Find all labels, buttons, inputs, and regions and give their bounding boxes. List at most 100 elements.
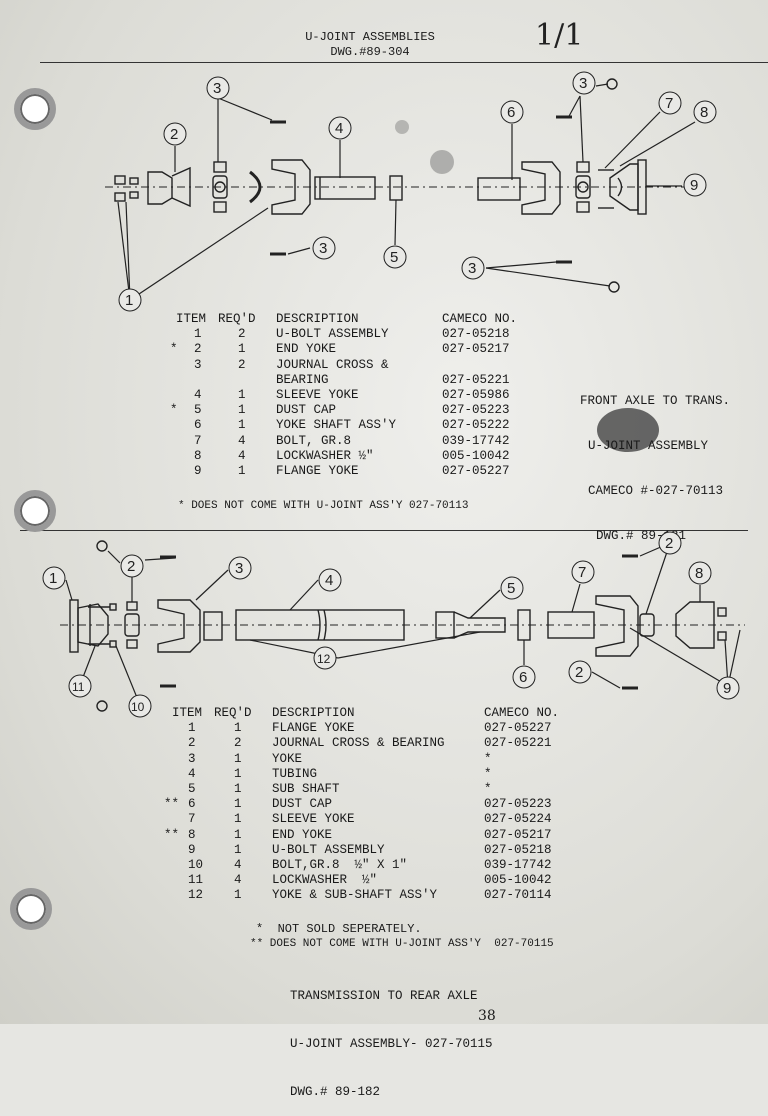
table-header: ITEM REQ'D DESCRIPTION CAMECO NO. <box>172 706 560 720</box>
cell-item: 4 <box>188 766 196 781</box>
cell-item: 2 <box>194 342 202 357</box>
cell-desc: LOCKWASHER ½" <box>272 873 378 888</box>
binder-hole-middle <box>14 490 56 532</box>
cell-desc: END YOKE <box>276 342 337 357</box>
cell-desc: YOKE & SUB-SHAFT ASS'Y <box>272 888 438 903</box>
front-caption-line3: CAMECO #-027-70113 <box>588 484 724 498</box>
rear-caption-line1: TRANSMISSION TO REAR AXLE <box>290 989 478 1003</box>
cell-item: 3 <box>194 357 202 372</box>
cell-cameco: 005-10042 <box>442 448 510 463</box>
cell-item: 8 <box>194 448 202 463</box>
svg-text:3: 3 <box>319 240 327 257</box>
cell-desc: SLEEVE YOKE <box>272 812 355 827</box>
svg-text:9: 9 <box>723 680 731 697</box>
callout-3d: 3 <box>461 256 485 280</box>
cell-desc: END YOKE <box>272 827 333 842</box>
callout-8: 8 <box>693 100 717 124</box>
handwritten-note: 1/1 <box>535 18 584 53</box>
svg-text:2: 2 <box>665 535 673 552</box>
svg-text:2: 2 <box>170 126 178 143</box>
cell-reqd: 1 <box>234 766 242 781</box>
callout-11: 11 <box>68 674 92 698</box>
cell-item: 9 <box>188 842 196 857</box>
cell-reqd: 4 <box>238 448 246 463</box>
cell-item: 5 <box>188 781 196 796</box>
cell-cameco: 039-17742 <box>484 857 552 872</box>
callout-4: 4 <box>318 568 342 592</box>
callout-10: 10 <box>128 694 152 718</box>
cell-cameco: 027-05223 <box>442 403 510 418</box>
front-axle-ujoint-diagram: 1 2 3 3 3 3 4 5 6 7 8 9 <box>105 71 717 312</box>
svg-text:3: 3 <box>468 260 476 277</box>
cell-cameco: 027-70114 <box>484 888 552 903</box>
callout-5: 5 <box>383 245 407 269</box>
cell-item: 5 <box>194 403 202 418</box>
cell-desc: DUST CAP <box>272 797 333 812</box>
callout-3a: 3 <box>206 76 230 100</box>
page-number: 38 <box>478 1008 496 1024</box>
binder-hole-bottom <box>10 888 52 930</box>
cell-reqd: 4 <box>238 433 246 448</box>
binder-hole-top <box>14 88 56 130</box>
cell-reqd: 2 <box>234 736 242 751</box>
cell-mark: * <box>170 403 178 418</box>
cell-mark: ** <box>164 827 180 842</box>
svg-text:12: 12 <box>317 652 331 666</box>
svg-text:1: 1 <box>49 570 57 587</box>
ink-stain <box>597 408 659 452</box>
rear-caption-line4: DWG.# 89-182 <box>290 1085 381 1099</box>
cell-cameco: 027-05223 <box>484 797 552 812</box>
cell-reqd: 1 <box>238 463 246 478</box>
ink-stain-small <box>430 150 454 174</box>
svg-text:2: 2 <box>127 558 135 575</box>
cell-desc: BEARING <box>276 372 329 387</box>
cell-reqd: 1 <box>238 403 246 418</box>
cell-desc: FLANGE YOKE <box>276 463 359 478</box>
callout-3b: 3 <box>312 236 336 260</box>
cell-item: 2 <box>188 736 196 751</box>
cell-desc: JOURNAL CROSS & BEARING <box>272 736 445 751</box>
cell-reqd: 1 <box>238 418 246 433</box>
cell-desc: BOLT, GR.8 <box>276 433 352 448</box>
cell-desc: DUST CAP <box>276 403 337 418</box>
cell-item: 10 <box>188 857 204 872</box>
callout-4: 4 <box>328 116 352 140</box>
cell-desc: BOLT,GR.8 ½" X 1" <box>272 857 408 872</box>
cell-reqd: 1 <box>234 812 242 827</box>
cell-item: 1 <box>194 327 202 342</box>
rear-caption-line3: 027-70115 <box>425 1037 493 1051</box>
cell-cameco: 027-05227 <box>442 463 510 478</box>
cell-reqd: 1 <box>234 781 242 796</box>
cell-cameco: 027-05217 <box>442 342 510 357</box>
callout-2: 2 <box>163 122 187 146</box>
cell-reqd: 1 <box>234 827 242 842</box>
front-caption: FRONT AXLE TO TRANS. U-JOINT ASSEMBLY CA… <box>580 364 730 559</box>
cell-mark: * <box>170 342 178 357</box>
front-caption-line1: FRONT AXLE TO TRANS. <box>580 394 731 408</box>
svg-text:7: 7 <box>665 95 673 112</box>
callout-7: 7 <box>658 91 682 115</box>
cell-item: 7 <box>194 433 202 448</box>
cell-item: 11 <box>188 873 204 888</box>
cell-item: 3 <box>188 751 196 766</box>
ink-stain-dot <box>395 120 409 134</box>
callout-2a: 2 <box>120 554 144 578</box>
callout-9: 9 <box>683 173 707 197</box>
cell-cameco: * <box>484 781 492 796</box>
callout-2c: 2 <box>568 660 592 684</box>
cell-reqd: 1 <box>234 797 242 812</box>
table-header: ITEM REQ'D DESCRIPTION CAMECO NO. <box>176 312 518 326</box>
svg-text:8: 8 <box>695 565 703 582</box>
svg-text:5: 5 <box>507 580 515 597</box>
cell-item: 9 <box>194 463 202 478</box>
front-footnote: * DOES NOT COME WITH U-JOINT ASS'Y 027-7… <box>178 500 469 512</box>
cell-desc: TUBING <box>272 766 318 781</box>
